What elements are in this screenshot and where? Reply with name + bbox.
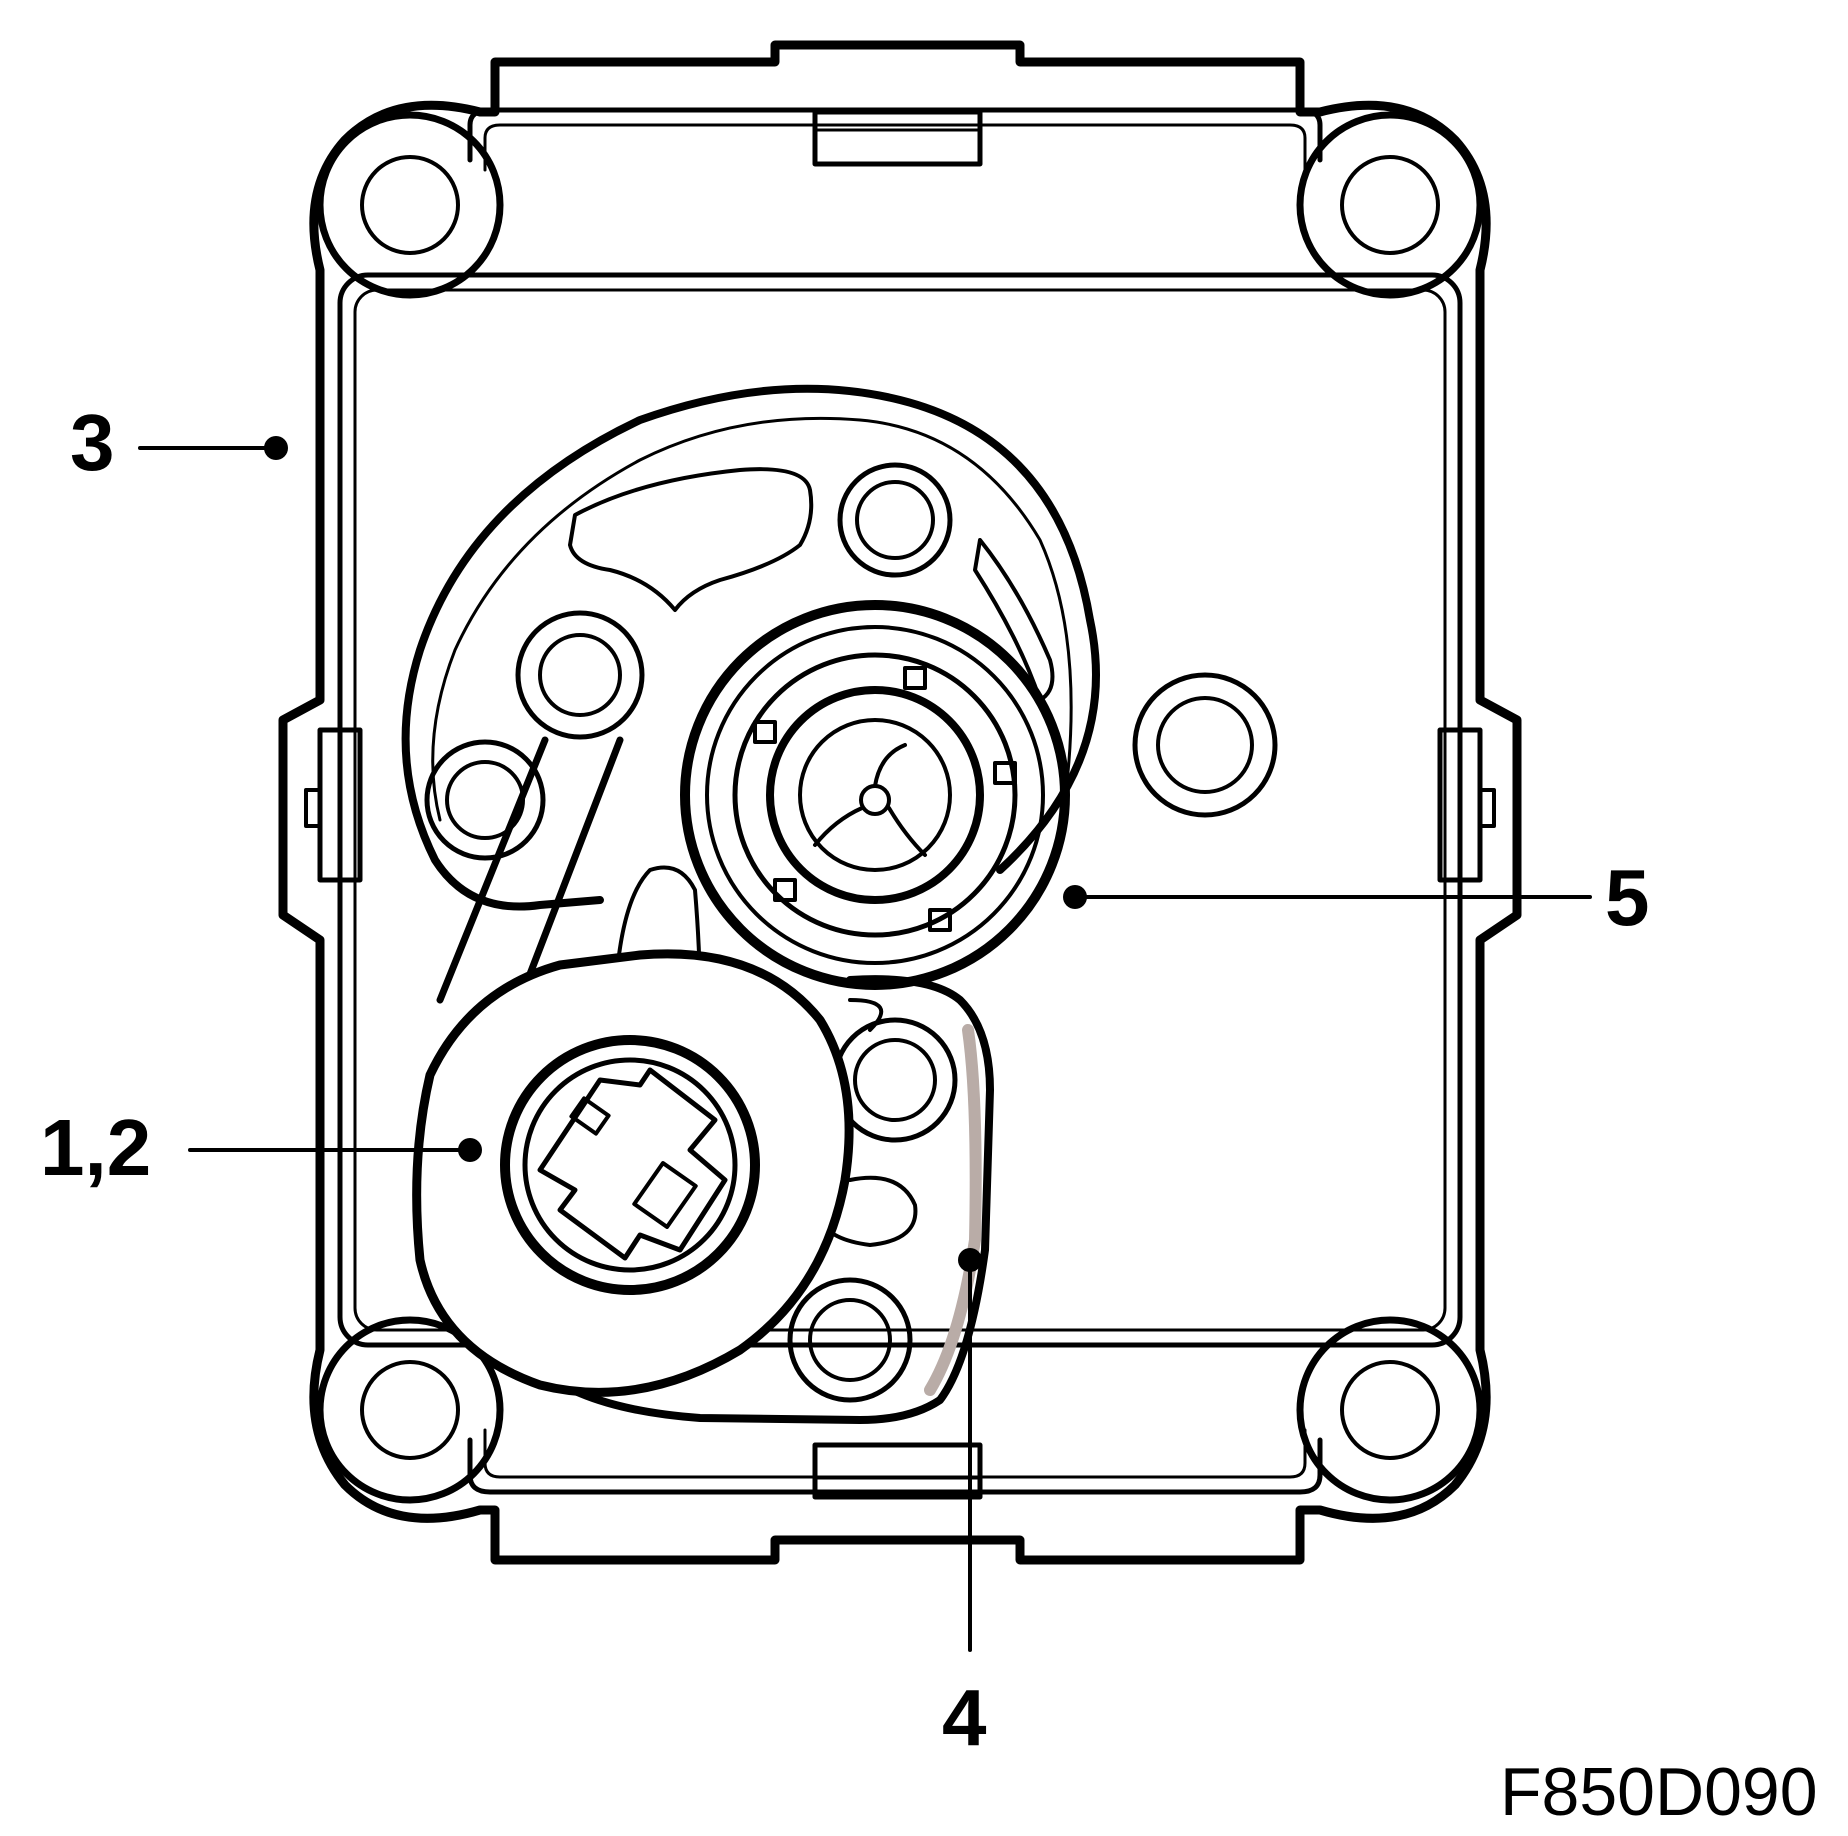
- housing: [278, 40, 1522, 1565]
- motor-connector-pin: [632, 1161, 698, 1229]
- sector-edge-shade: [924, 1024, 982, 1396]
- bottom-rail: [467, 1437, 1323, 1495]
- leader-lines: [138, 446, 1592, 1652]
- housing-inner-frame-2: [353, 288, 1447, 1332]
- sector-boss-upper-hole: [853, 1038, 937, 1122]
- link-arm: [436, 736, 624, 1004]
- output-ring-4: [766, 686, 984, 904]
- link-arm-slot: [613, 865, 702, 1002]
- bottom-clip: [812, 1442, 983, 1500]
- upper-plate-outline: [401, 384, 1100, 911]
- upper-plate-inner: [431, 416, 1073, 822]
- motor-connector-key: [569, 1096, 611, 1136]
- output-notch-1: [903, 666, 927, 690]
- top-rail: [467, 107, 1323, 163]
- sector-boss-lower-hole: [808, 1298, 892, 1382]
- output-notch-4: [773, 878, 797, 902]
- output-drive: [680, 600, 1070, 990]
- crescent-slot: [973, 538, 1055, 702]
- left-boss-lower: [424, 739, 546, 861]
- left-boss-upper: [515, 610, 645, 740]
- figure-code: F850D090: [1500, 1754, 1818, 1830]
- output-center: [859, 784, 891, 816]
- corner-boss-top-right: [1296, 111, 1484, 299]
- motor-connector: [537, 1067, 728, 1261]
- leader-dot-4: [958, 1248, 982, 1272]
- right-side-tab-nub: [1478, 788, 1496, 828]
- output-notch-5: [928, 908, 952, 932]
- callout-4: 4: [942, 1673, 987, 1762]
- kidney-slot: [568, 467, 814, 612]
- top-rail-2: [483, 123, 1307, 172]
- housing-inner-frame: [337, 272, 1463, 1348]
- output-notch-2: [753, 720, 777, 744]
- leader-dot-1-2: [458, 1138, 482, 1162]
- output-ring-3: [732, 652, 1018, 938]
- motor-drive: [412, 949, 854, 1397]
- upper-gear-plate: [401, 384, 1100, 1004]
- callout-3: 3: [70, 398, 115, 487]
- corner-boss-bottom-left: [316, 1316, 504, 1504]
- upper-right-boss: [837, 462, 953, 578]
- right-boss: [1132, 672, 1278, 818]
- top-clip: [812, 109, 983, 167]
- callout-1-2: 1,2: [40, 1103, 151, 1192]
- left-side-tab-nub: [304, 788, 322, 828]
- motor-bore-inner: [522, 1057, 738, 1273]
- leader-dots: [264, 436, 1087, 1272]
- output-ring-5: [798, 718, 952, 872]
- left-boss-upper-hole: [538, 633, 622, 717]
- sector-boss-lower: [787, 1277, 913, 1403]
- output-ring-outer: [680, 600, 1070, 990]
- upper-right-boss-hole: [855, 480, 935, 560]
- output-notch-3: [993, 761, 1017, 785]
- sector-outline: [536, 975, 994, 1424]
- corner-boss-top-left: [316, 111, 504, 299]
- output-spoke-3: [887, 806, 927, 857]
- bottom-rail-2: [483, 1428, 1307, 1479]
- leader-dot-5: [1063, 885, 1087, 909]
- output-spoke-1: [873, 743, 907, 788]
- output-spoke-2: [813, 806, 864, 847]
- corner-boss-bottom-right: [1296, 1316, 1484, 1504]
- leader-dot-3: [264, 436, 288, 460]
- output-ring-2: [705, 625, 1045, 965]
- callout-5: 5: [1605, 853, 1650, 942]
